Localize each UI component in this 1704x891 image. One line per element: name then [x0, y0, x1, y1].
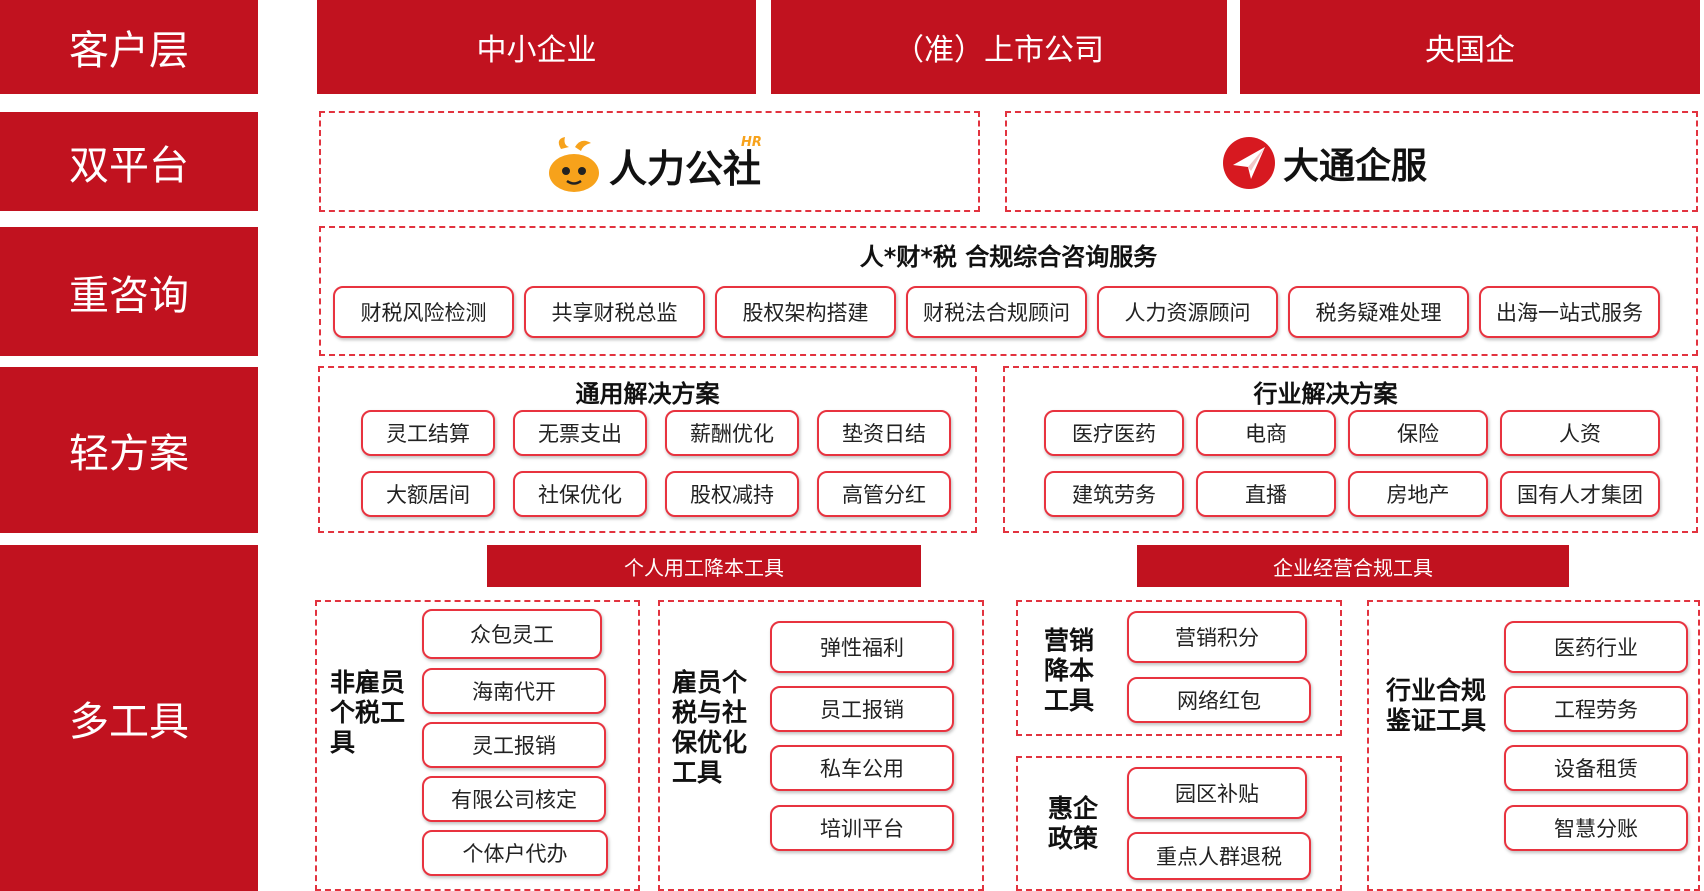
non-employee-tool-item: 众包灵工 [422, 609, 602, 659]
marketing-tool-item: 营销积分 [1127, 611, 1307, 663]
layer-label-consulting: 重咨询 [0, 227, 258, 356]
industry-compliance-tool-item: 医药行业 [1504, 621, 1688, 673]
industry-solution-item: 人资 [1500, 410, 1660, 456]
policy-tools-box [1016, 756, 1342, 891]
marketing-tool-item: 网络红包 [1127, 677, 1311, 723]
consulting-item: 股权架构搭建 [715, 286, 896, 338]
layer-label-customer: 客户层 [0, 0, 258, 94]
employee-tools-box [658, 600, 984, 891]
industry-solutions-box [1003, 366, 1698, 533]
industry-compliance-tool-item: 智慧分账 [1504, 805, 1688, 851]
industry-solution-item: 医疗医药 [1044, 410, 1184, 456]
non-employee-tools-label: 非雇员 个税工 具 [330, 668, 406, 757]
policy-tool-item: 园区补贴 [1127, 767, 1307, 819]
industry-solution-item: 建筑劳务 [1044, 471, 1184, 517]
platform-name-renligongshe: 人力公社 [609, 146, 762, 191]
platform-logo-datong: 大通企服 [1221, 133, 1431, 193]
consulting-title: 人*财*税 合规综合咨询服务 [859, 243, 1158, 271]
general-solution-item: 薪酬优化 [665, 410, 799, 456]
platform-badge-hr: HR [741, 135, 762, 150]
general-solution-item: 垫资日结 [817, 410, 951, 456]
layer-label-platform: 双平台 [0, 112, 258, 211]
non-employee-tools-box [315, 600, 640, 891]
employee-tool-item: 培训平台 [770, 805, 954, 851]
consulting-item: 税务疑难处理 [1288, 286, 1469, 338]
consulting-item: 出海一站式服务 [1479, 286, 1660, 338]
general-solution-item: 股权减持 [665, 471, 799, 517]
tool-group-bar-enterprise: 企业经营合规工具 [1137, 545, 1569, 587]
marketing-tools-label: 营销 降本 工具 [1044, 626, 1095, 715]
platform-box-datong: 大通企服 [1005, 111, 1698, 212]
mascot-logo-icon [549, 137, 599, 192]
non-employee-tool-item: 个体户代办 [422, 830, 608, 876]
industry-solution-item: 国有人才集团 [1500, 471, 1660, 517]
layer-label-tools: 多工具 [0, 545, 258, 891]
general-solutions-title: 通用解决方案 [575, 380, 720, 408]
general-solution-item: 灵工结算 [361, 410, 495, 456]
employee-tool-item: 员工报销 [770, 686, 954, 732]
industry-solution-item: 直播 [1196, 471, 1336, 517]
consulting-item: 财税风险检测 [333, 286, 514, 338]
customer-soe: 央国企 [1240, 0, 1700, 94]
employee-tool-item: 私车公用 [770, 745, 954, 791]
policy-tools-label: 惠企 政策 [1048, 794, 1099, 853]
consulting-item: 财税法合规顾问 [906, 286, 1087, 338]
general-solution-item: 社保优化 [513, 471, 647, 517]
platform-logo-renligongshe: 人力公社 HR [545, 135, 785, 195]
non-employee-tool-item: 灵工报销 [422, 722, 606, 768]
layer-label-solutions: 轻方案 [0, 367, 258, 533]
tool-group-bar-personal: 个人用工降本工具 [487, 545, 921, 587]
customer-listed: （准）上市公司 [771, 0, 1227, 94]
industry-compliance-tool-item: 工程劳务 [1504, 686, 1688, 732]
industry-solutions-title: 行业解决方案 [1253, 380, 1398, 408]
paper-plane-logo-icon [1223, 137, 1275, 189]
general-solutions-box [318, 366, 977, 533]
employee-tools-label: 雇员个 税与社 保优化 工具 [672, 668, 748, 787]
industry-compliance-tool-item: 设备租赁 [1504, 745, 1688, 791]
non-employee-tool-item: 有限公司核定 [422, 776, 606, 822]
policy-tool-item: 重点人群退税 [1127, 832, 1311, 880]
general-solution-item: 大额居间 [361, 471, 495, 517]
industry-compliance-tools-box [1367, 600, 1700, 891]
platform-box-renligongshe: 人力公社 HR [319, 111, 980, 212]
industry-compliance-tools-label: 行业合规 鉴证工具 [1386, 676, 1487, 735]
consulting-item: 共享财税总监 [524, 286, 705, 338]
industry-solution-item: 保险 [1348, 410, 1488, 456]
general-solution-item: 高管分红 [817, 471, 951, 517]
non-employee-tool-item: 海南代开 [422, 668, 606, 714]
consulting-box [319, 226, 1698, 356]
general-solution-item: 无票支出 [513, 410, 647, 456]
marketing-tools-box [1016, 600, 1342, 736]
industry-solution-item: 房地产 [1348, 471, 1488, 517]
industry-solution-item: 电商 [1196, 410, 1336, 456]
employee-tool-item: 弹性福利 [770, 621, 954, 673]
customer-sme: 中小企业 [317, 0, 756, 94]
consulting-item: 人力资源顾问 [1097, 286, 1278, 338]
platform-name-datong: 大通企服 [1283, 146, 1428, 187]
